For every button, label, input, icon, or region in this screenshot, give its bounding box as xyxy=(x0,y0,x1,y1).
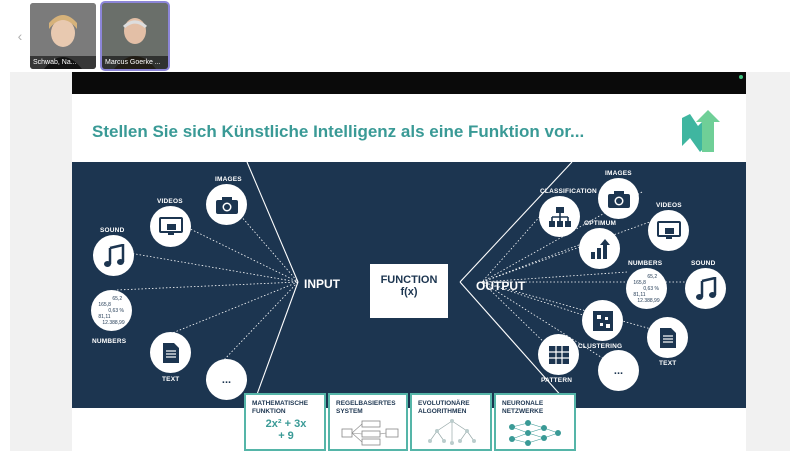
output-sound-label: SOUND xyxy=(691,260,716,267)
input-more-icon: ... xyxy=(206,359,247,400)
slide-title: Stellen Sie sich Künstliche Intelligenz … xyxy=(92,122,585,141)
numbers-sample: 65,2 165,8 0,63 % 81,11 12.388,99 xyxy=(98,295,125,326)
output-optimum-label: OPTIMUM xyxy=(584,220,617,227)
input-images-icon xyxy=(206,184,247,225)
input-numbers-icon: 65,2 165,8 0,63 % 81,11 12.388,99 xyxy=(91,290,132,331)
presentation-slide: Stellen Sie sich Künstliche Intelligenz … xyxy=(72,72,746,451)
rule-flowchart-icon xyxy=(341,420,399,446)
input-videos-icon xyxy=(150,206,191,247)
output-images-label: IMAGES xyxy=(605,170,632,177)
output-more-icon: ... xyxy=(598,350,639,391)
participant-name: Schwab, Na... xyxy=(30,56,96,69)
output-clustering-label: CLUSTERING xyxy=(578,343,623,350)
input-heading: INPUT xyxy=(304,277,340,291)
neural-network-icon xyxy=(509,420,561,446)
output-videos-icon xyxy=(648,210,689,251)
output-text-label: TEXT xyxy=(659,360,677,367)
numbers-sample: 65,2 165,8 0,63 % 81,11 12.388,99 xyxy=(633,273,660,304)
output-images-icon xyxy=(598,178,639,219)
output-text-icon xyxy=(647,317,688,358)
output-numbers-icon: 65,2 165,8 0,63 % 81,11 12.388,99 xyxy=(626,268,667,309)
input-numbers-label: NUMBERS xyxy=(92,338,127,345)
input-text-icon xyxy=(150,332,191,373)
output-clustering-icon xyxy=(582,300,623,341)
participant-name: Marcus Goerke ... xyxy=(102,56,168,69)
participant-tile[interactable]: Schwab, Na... xyxy=(30,3,96,69)
input-sound-label: SOUND xyxy=(100,227,125,234)
input-images-label: IMAGES xyxy=(215,176,242,183)
output-videos-label: VIDEOS xyxy=(656,202,682,209)
slide-top-bar xyxy=(72,72,746,94)
output-pattern-icon xyxy=(538,334,579,375)
input-text-label: TEXT xyxy=(162,376,180,383)
function-notation: f(x) xyxy=(400,286,418,298)
scroll-left-arrow-icon[interactable]: ‹ xyxy=(17,28,23,44)
meeting-toolbar: ‹ Schwab, Na... Marcus Goerke ... xyxy=(0,0,800,72)
evolution-tree-icon xyxy=(428,419,476,445)
output-pattern-label: PATTERN xyxy=(541,377,573,384)
function-box: FUNCTION f(x) xyxy=(370,264,448,318)
status-dot xyxy=(739,75,743,79)
output-classification-icon xyxy=(539,196,580,237)
method-formula: 2x² + 3x+ 9 xyxy=(265,418,307,442)
output-classification-label: CLASSIFICATION xyxy=(540,188,597,195)
output-numbers-label: NUMBERS xyxy=(628,260,663,267)
output-optimum-icon xyxy=(579,228,620,269)
output-heading: OUTPUT xyxy=(476,279,526,293)
input-videos-label: VIDEOS xyxy=(157,198,183,205)
participant-tile-active[interactable]: Marcus Goerke ... xyxy=(102,3,168,69)
brand-logo xyxy=(682,110,720,152)
function-label: FUNCTION xyxy=(380,274,438,286)
output-sound-icon xyxy=(685,268,726,309)
input-sound-icon xyxy=(93,235,134,276)
